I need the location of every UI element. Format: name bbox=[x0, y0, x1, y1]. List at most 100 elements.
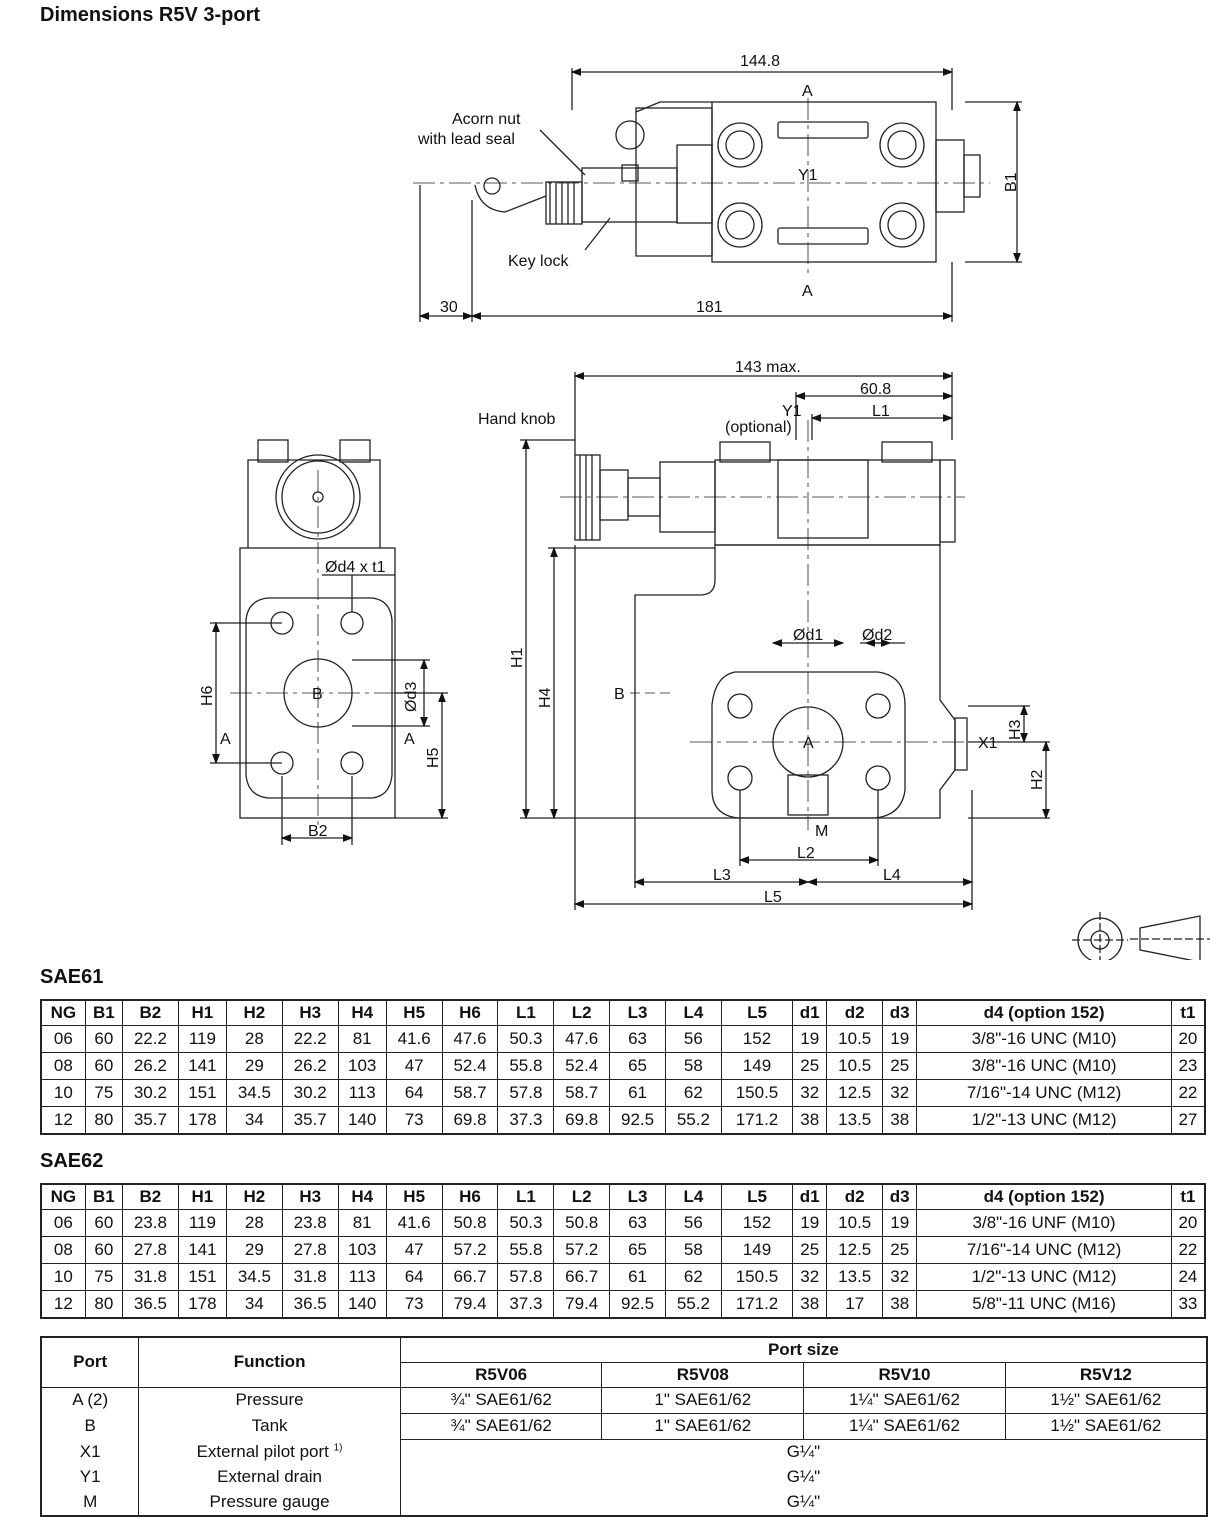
table-cell: 5/8"-11 UNC (M16) bbox=[916, 1290, 1172, 1319]
label-b1: B1 bbox=[1003, 172, 1020, 192]
function-cell: External drain bbox=[138, 1464, 401, 1490]
table-cell: 50.3 bbox=[497, 1209, 555, 1237]
table-cell: 79.4 bbox=[553, 1290, 611, 1319]
table-cell: 66.7 bbox=[553, 1263, 611, 1291]
label-h6: H6 bbox=[199, 685, 216, 706]
table-cell: 32 bbox=[882, 1263, 918, 1291]
table-cell: 26.2 bbox=[121, 1052, 179, 1080]
table-cell: 65 bbox=[609, 1052, 666, 1080]
table-cell: 103 bbox=[337, 1236, 387, 1264]
table-cell: 35.7 bbox=[281, 1106, 339, 1135]
table-cell: 69.8 bbox=[441, 1106, 499, 1135]
front-view bbox=[520, 372, 1050, 910]
table-cell: 20 bbox=[1170, 1025, 1206, 1053]
table-cell: 29 bbox=[225, 1236, 283, 1264]
table-cell: 55.8 bbox=[497, 1052, 555, 1080]
table-cell: 81 bbox=[337, 1025, 387, 1053]
function-cell: External pilot port 1) bbox=[138, 1439, 401, 1465]
table-cell: 50.8 bbox=[441, 1209, 499, 1237]
table-cell: 65 bbox=[609, 1236, 666, 1264]
column-header: H4 bbox=[337, 999, 387, 1026]
table-cell: 61 bbox=[609, 1079, 666, 1107]
column-header: d2 bbox=[826, 1183, 884, 1210]
table-cell: 34.5 bbox=[225, 1079, 283, 1107]
table-cell: 3/8"-16 UNC (M10) bbox=[916, 1025, 1172, 1053]
table-cell: 1/2"-13 UNC (M12) bbox=[916, 1106, 1172, 1135]
table-cell: 55.8 bbox=[497, 1236, 555, 1264]
table-cell: 19 bbox=[792, 1209, 828, 1237]
table-cell: 7/16"-14 UNC (M12) bbox=[916, 1236, 1172, 1264]
column-header: d2 bbox=[826, 999, 884, 1026]
label-60-8: 60.8 bbox=[860, 381, 891, 398]
model-header: R5V12 bbox=[1004, 1361, 1208, 1388]
table-cell: 19 bbox=[792, 1025, 828, 1053]
table-cell: 38 bbox=[882, 1106, 918, 1135]
label-143-max: 143 max. bbox=[735, 359, 801, 376]
label-h3: H3 bbox=[1007, 719, 1024, 740]
column-header: H3 bbox=[281, 1183, 339, 1210]
table-cell: 10 bbox=[40, 1079, 86, 1107]
table-cell: 52.4 bbox=[553, 1052, 611, 1080]
label-optional: (optional) bbox=[725, 419, 792, 436]
table-cell: 73 bbox=[385, 1290, 443, 1319]
table-cell: 7/16"-14 UNC (M12) bbox=[916, 1079, 1172, 1107]
table-cell: 12.5 bbox=[826, 1236, 884, 1264]
table-cell: 150.5 bbox=[720, 1079, 794, 1107]
table-cell: 34 bbox=[225, 1290, 283, 1319]
table-cell: 3/8"-16 UNC (M10) bbox=[916, 1052, 1172, 1080]
function-cell: Tank bbox=[138, 1413, 401, 1439]
port-cell: A (2) bbox=[40, 1387, 140, 1413]
label-port-b-end: B bbox=[312, 686, 323, 703]
column-header: B1 bbox=[84, 999, 123, 1026]
table-cell: 22 bbox=[1170, 1236, 1206, 1264]
table-cell: 28 bbox=[225, 1025, 283, 1053]
sae62-title: SAE62 bbox=[40, 1150, 104, 1172]
table-cell: 60 bbox=[84, 1052, 123, 1080]
column-header: L2 bbox=[553, 999, 611, 1026]
label-l4: L4 bbox=[883, 867, 901, 884]
label-30: 30 bbox=[440, 299, 458, 316]
table-cell: 58.7 bbox=[553, 1079, 611, 1107]
table-cell: 140 bbox=[337, 1106, 387, 1135]
table-cell: 31.8 bbox=[281, 1263, 339, 1291]
table-cell: 75 bbox=[84, 1079, 123, 1107]
table-cell: 55.2 bbox=[664, 1290, 722, 1319]
table-cell: 30.2 bbox=[281, 1079, 339, 1107]
table-cell: 28 bbox=[225, 1209, 283, 1237]
column-header: L5 bbox=[720, 1183, 794, 1210]
table-cell: 113 bbox=[337, 1079, 387, 1107]
label-h2: H2 bbox=[1029, 769, 1046, 790]
table-cell: 26.2 bbox=[281, 1052, 339, 1080]
label-d3: Ød3 bbox=[403, 682, 420, 712]
table-row: X1 External pilot port 1) G¼" bbox=[40, 1439, 1208, 1465]
table-cell: 149 bbox=[720, 1236, 794, 1264]
table-cell: 62 bbox=[664, 1079, 722, 1107]
column-header: d4 (option 152) bbox=[916, 999, 1172, 1026]
table-cell: 56 bbox=[664, 1209, 722, 1237]
table-cell: 60 bbox=[84, 1236, 123, 1264]
table-cell: 22.2 bbox=[121, 1025, 179, 1053]
column-header: L5 bbox=[720, 999, 794, 1026]
table-cell: 150.5 bbox=[720, 1263, 794, 1291]
label-b2: B2 bbox=[308, 823, 328, 840]
column-header: H1 bbox=[177, 999, 227, 1026]
table-cell: 60 bbox=[84, 1025, 123, 1053]
table-cell: 140 bbox=[337, 1290, 387, 1319]
table-cell: 08 bbox=[40, 1052, 86, 1080]
table-cell: 178 bbox=[177, 1290, 227, 1319]
table-cell: 149 bbox=[720, 1052, 794, 1080]
column-header: H2 bbox=[225, 999, 283, 1026]
port-cell: X1 bbox=[40, 1439, 140, 1465]
table-cell: 38 bbox=[792, 1106, 828, 1135]
table-cell: 10.5 bbox=[826, 1052, 884, 1080]
table-cell: 152 bbox=[720, 1025, 794, 1053]
table-cell: 31.8 bbox=[121, 1263, 179, 1291]
size-cell: G¼" bbox=[399, 1439, 1208, 1465]
table-cell: 35.7 bbox=[121, 1106, 179, 1135]
table-cell: 50.8 bbox=[553, 1209, 611, 1237]
